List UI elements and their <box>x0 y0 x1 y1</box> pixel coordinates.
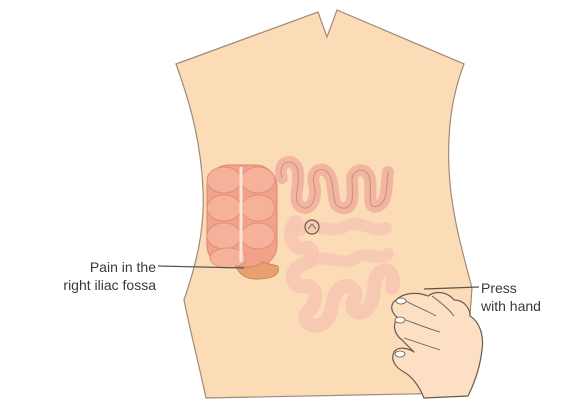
pain-label-line2: right iliac fossa <box>36 276 156 294</box>
ascending-colon <box>207 165 277 268</box>
pain-label-line1: Pain in the <box>36 258 156 276</box>
press-label: Press with hand <box>481 279 541 315</box>
press-label-line2: with hand <box>481 297 541 315</box>
press-label-line1: Press <box>481 279 541 297</box>
pain-label: Pain in the right iliac fossa <box>36 258 156 294</box>
